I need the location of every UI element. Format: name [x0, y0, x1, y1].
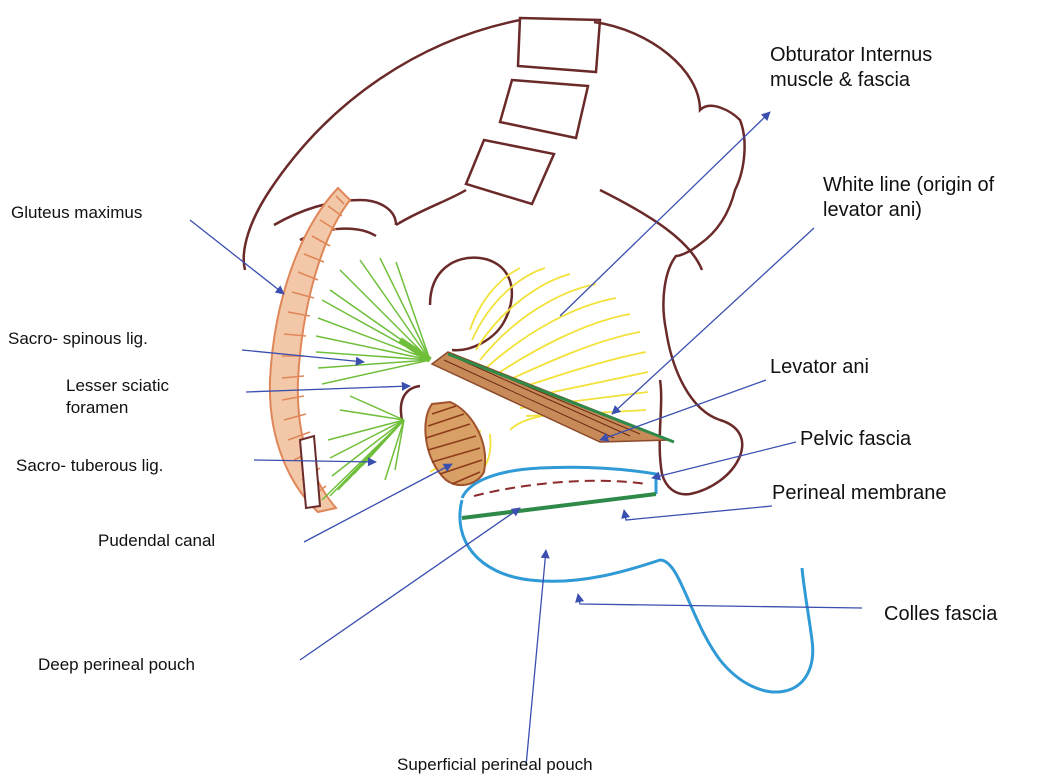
- vertebra-1: [518, 18, 600, 72]
- label-lesser-sciatic-line2: foramen: [66, 397, 169, 419]
- perineal-region: [460, 467, 813, 692]
- deep-pouch-dashed: [474, 481, 646, 496]
- pointer-perineal-membrane: [624, 506, 772, 520]
- pointer-deep-pouch: [300, 508, 520, 660]
- pointer-superficial-pouch: [526, 550, 546, 766]
- label-perineal-membrane: Perineal membrane: [772, 481, 947, 506]
- sacrotuberous-ligament: [322, 396, 404, 500]
- gluteus-maximus-muscle: [270, 188, 350, 512]
- label-obturator-line1: Obturator Internus: [770, 43, 932, 68]
- vertebra-3: [466, 140, 554, 204]
- label-gluteus-maximus: Gluteus maximus: [11, 202, 142, 224]
- colles-fascia-curve: [460, 500, 813, 692]
- label-lesser-sciatic: Lesser sciatic foramen: [66, 375, 169, 419]
- label-obturator-line2: muscle & fascia: [770, 68, 932, 93]
- pointer-levator: [600, 380, 766, 440]
- label-sacrotuberous: Sacro- tuberous lig.: [16, 455, 163, 477]
- sacrospinous-ligament: [316, 258, 430, 384]
- label-deep-perineal-pouch: Deep perineal pouch: [38, 654, 195, 676]
- perineal-membrane-line: [462, 494, 656, 518]
- sacral-vertebrae: [466, 18, 600, 204]
- label-superficial-perineal-pouch: Superficial perineal pouch: [397, 754, 593, 776]
- label-obturator-internus: Obturator Internus muscle & fascia: [770, 43, 932, 93]
- label-colles-fascia: Colles fascia: [884, 602, 997, 627]
- pointer-gluteus: [190, 220, 284, 294]
- pointer-sacrospinous: [242, 350, 364, 362]
- label-white-line-line1: White line (origin of: [823, 173, 994, 198]
- label-lesser-sciatic-line1: Lesser sciatic: [66, 375, 169, 397]
- pointer-pelvic-fascia: [652, 442, 796, 478]
- label-levator-ani: Levator ani: [770, 355, 869, 380]
- label-pudendal-canal: Pudendal canal: [98, 530, 215, 552]
- label-white-line: White line (origin of levator ani): [823, 173, 994, 223]
- label-white-line-line2: levator ani): [823, 198, 994, 223]
- pointer-white-line: [612, 228, 814, 414]
- vertebra-2: [500, 80, 588, 138]
- label-pelvic-fascia: Pelvic fascia: [800, 427, 911, 452]
- label-sacrospinous: Sacro- spinous lig.: [8, 328, 148, 350]
- pointer-colles: [578, 594, 862, 608]
